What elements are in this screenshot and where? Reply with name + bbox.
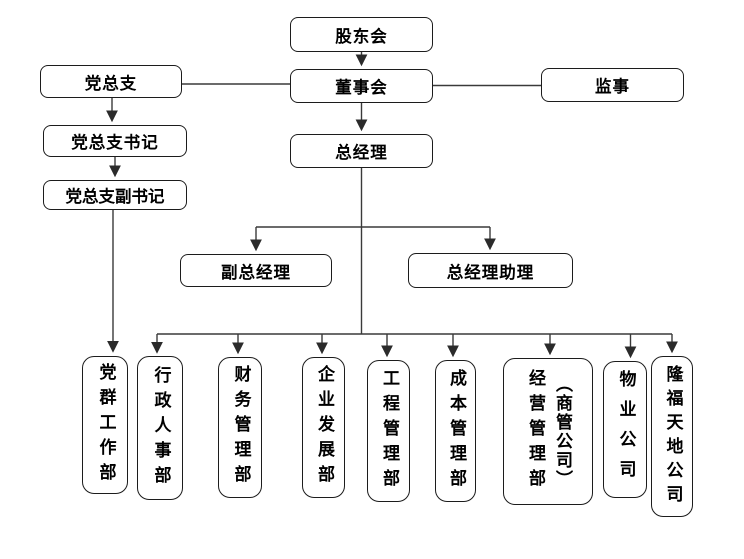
dept-operations-management: 经营管理部 （商管公司）: [503, 358, 593, 505]
dept-finance: 财务管理部: [218, 357, 262, 498]
dept-finance-label: 财务管理部: [230, 365, 251, 490]
dept-longfu-tiandi-company-label: 隆福天地公司: [662, 364, 683, 509]
dept-cost: 成本管理部: [435, 360, 476, 502]
dept-admin-hr-label: 行政人事部: [150, 365, 171, 491]
node-party-branch: 党总支: [40, 65, 182, 98]
node-party-deputy-secretary: 党总支副书记: [43, 180, 187, 210]
dept-longfu-tiandi-company: 隆福天地公司: [651, 356, 693, 517]
dept-property-company: 物业公司: [603, 361, 647, 498]
dept-operations-management-label: 经营管理部: [525, 369, 545, 494]
dept-admin-hr: 行政人事部: [137, 356, 183, 500]
node-board-label: 董事会: [335, 78, 388, 97]
node-gm-assistant: 总经理助理: [408, 253, 573, 288]
node-deputy-gm-label: 副总经理: [221, 262, 291, 282]
node-party-deputy-secretary-label: 党总支副书记: [65, 187, 165, 206]
node-deputy-gm: 副总经理: [180, 254, 332, 287]
node-party-secretary: 党总支书记: [43, 125, 187, 157]
dept-party-mass-work-label: 党群工作部: [95, 362, 116, 488]
node-supervisor-label: 监事: [595, 77, 630, 96]
dept-engineering: 工程管理部: [367, 360, 410, 502]
node-board: 董事会: [290, 69, 433, 103]
dept-enterprise-development-label: 企业发展部: [314, 365, 334, 490]
dept-property-company-label: 物业公司: [615, 369, 636, 490]
dept-party-mass-work: 党群工作部: [82, 356, 128, 494]
dept-cost-label: 成本管理部: [446, 368, 466, 494]
node-gm-assistant-label: 总经理助理: [446, 262, 535, 282]
node-general-manager-label: 总经理: [335, 143, 388, 162]
node-party-branch-label: 党总支: [84, 73, 138, 93]
node-party-secretary-label: 党总支书记: [71, 133, 159, 152]
node-shareholders-label: 股东会: [335, 26, 388, 46]
dept-engineering-label: 工程管理部: [379, 368, 399, 494]
node-shareholders: 股东会: [290, 17, 433, 52]
node-general-manager: 总经理: [290, 134, 433, 168]
dept-enterprise-development: 企业发展部: [302, 357, 345, 498]
dept-operations-management-sublabel: （商管公司）: [552, 374, 572, 489]
node-supervisor: 监事: [541, 68, 684, 102]
